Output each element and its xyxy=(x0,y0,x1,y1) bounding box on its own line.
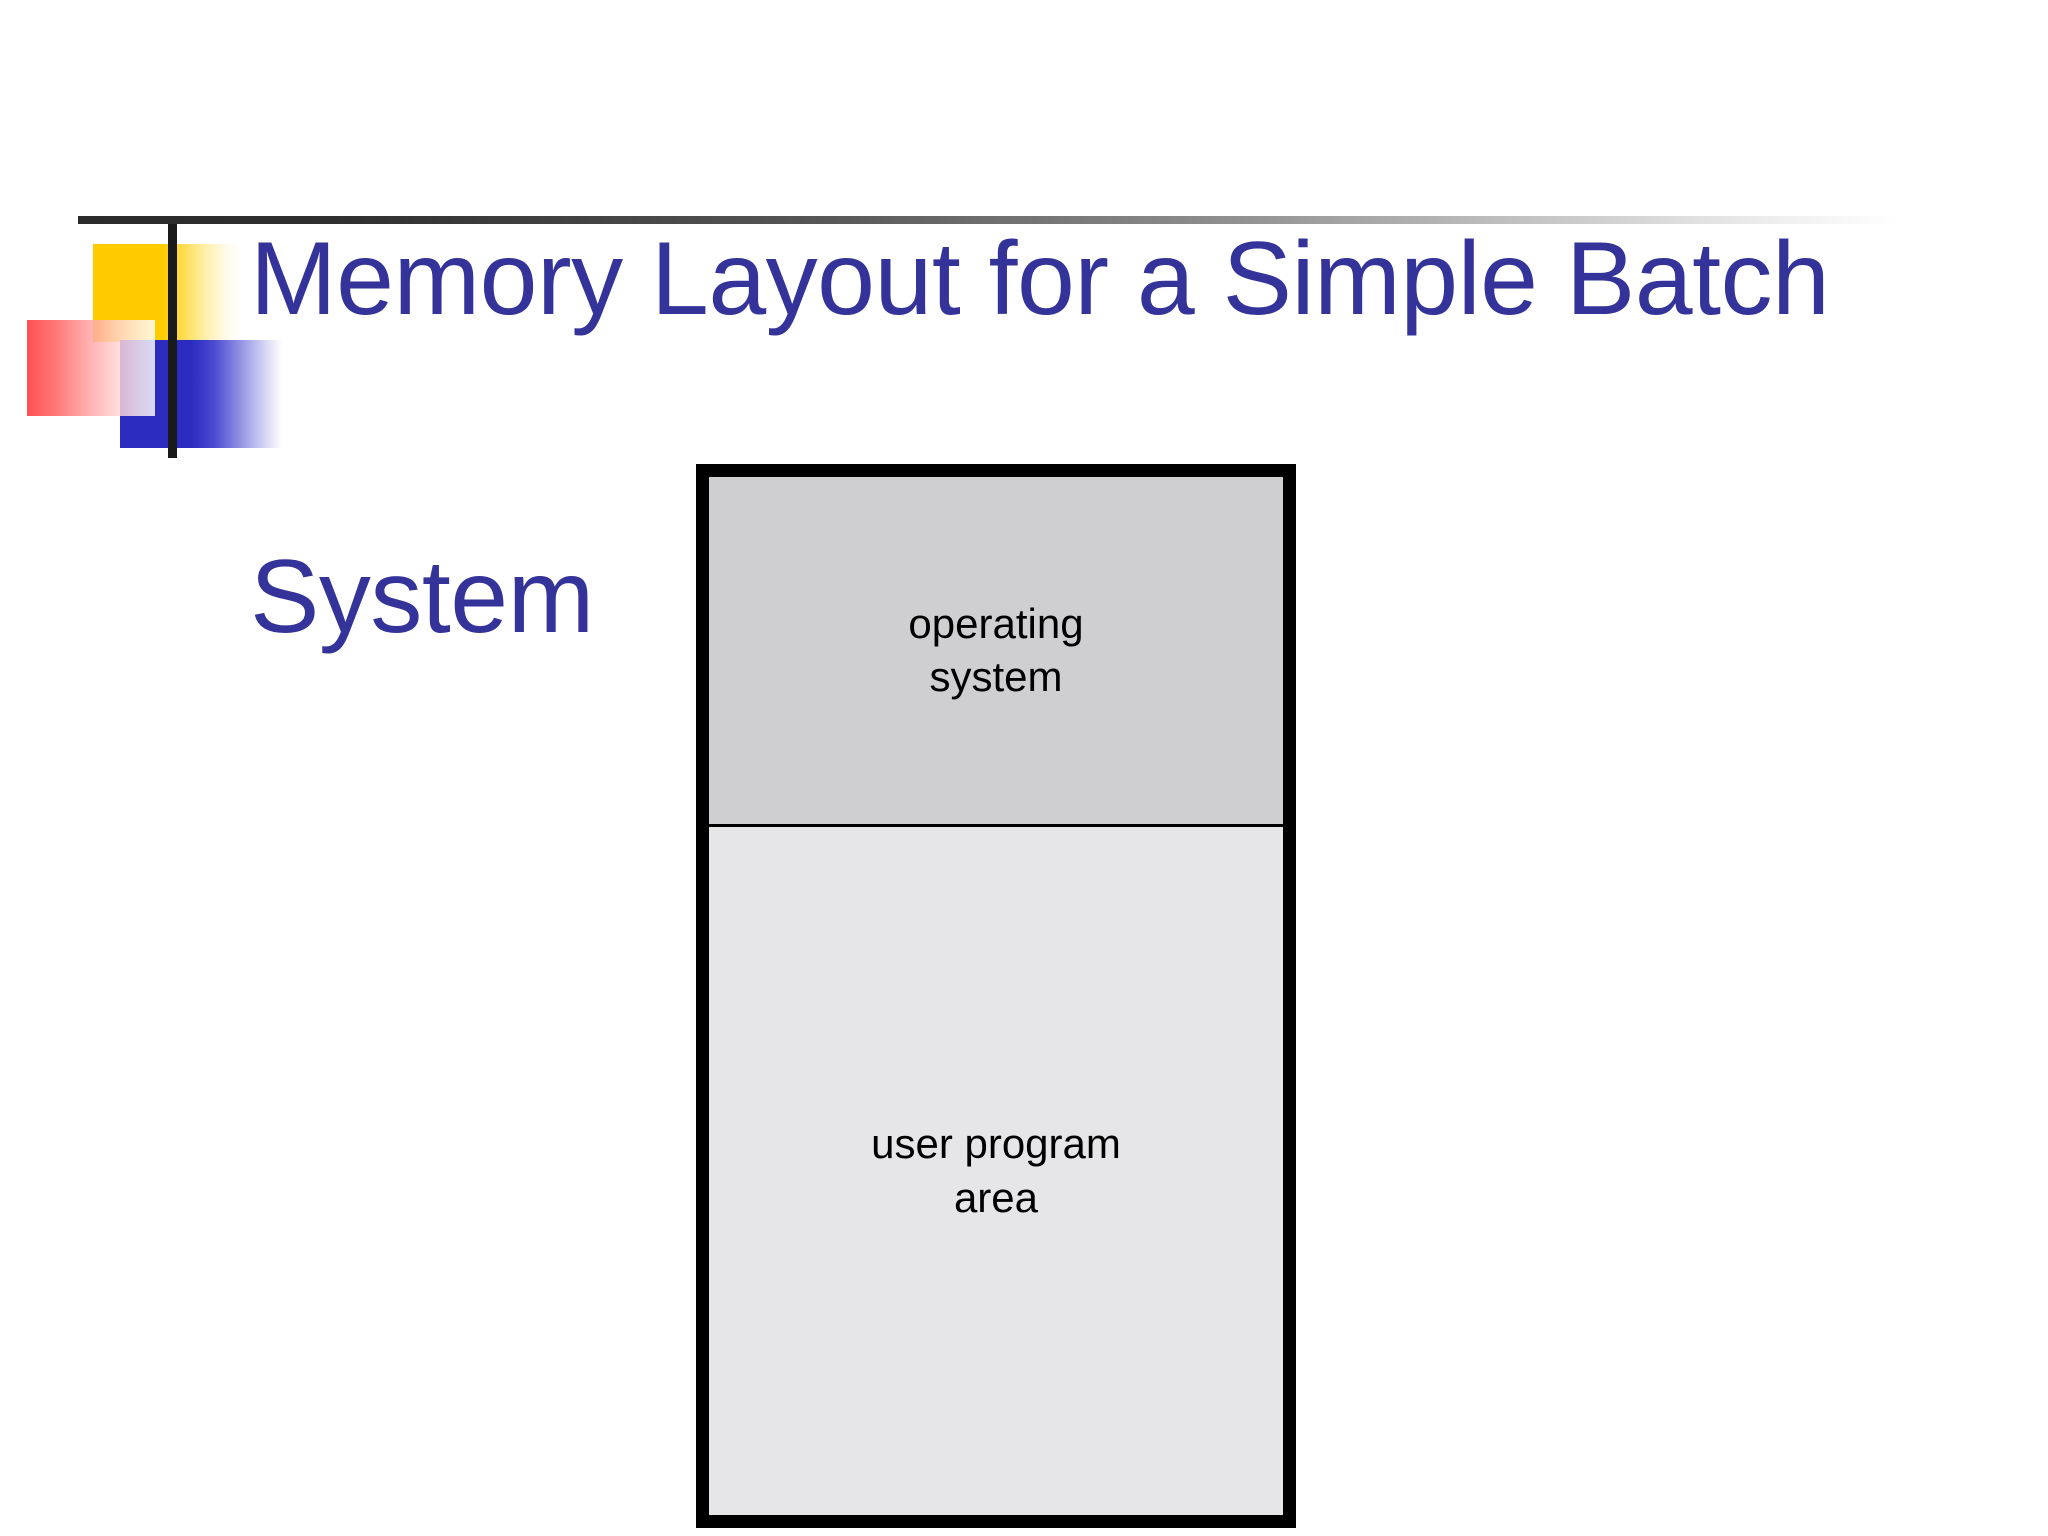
red-square-icon xyxy=(27,320,155,416)
memory-region-operating-system: operating system xyxy=(706,474,1286,827)
memory-diagram-inner: operating system user program area xyxy=(706,474,1286,1518)
memory-region-user-program-area-label: user program area xyxy=(871,1120,1121,1221)
decorative-corner-motif xyxy=(0,180,420,480)
memory-region-user-program-area: user program area xyxy=(706,826,1286,1518)
page-title-line-1: Memory Layout for a Simple Batch xyxy=(250,221,1830,338)
horizontal-rule-divider xyxy=(78,216,1900,224)
vertical-rule-icon xyxy=(168,220,177,458)
page-title: Memory Layout for a Simple Batch System xyxy=(250,14,2010,863)
memory-region-operating-system-label: operating system xyxy=(908,599,1084,701)
memory-layout-diagram: operating system user program area xyxy=(696,464,1296,1528)
page-title-line-2: System xyxy=(250,539,594,656)
